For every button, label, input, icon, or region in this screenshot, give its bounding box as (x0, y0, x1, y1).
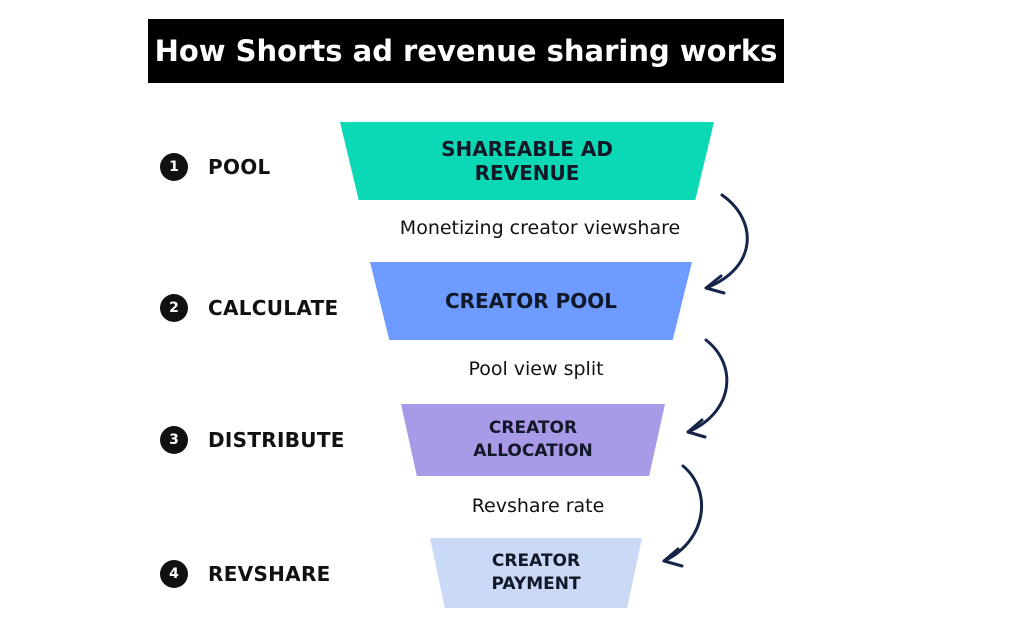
step-label: DISTRIBUTE (208, 428, 345, 452)
transition-label-viewshare: Monetizing creator viewshare (399, 217, 681, 239)
funnel-stage-label: CREATOR PAYMENT (491, 551, 581, 594)
transition-label-view-split: Pool view split (468, 358, 604, 380)
step-number-badge: 2 (160, 294, 188, 322)
funnel-stage-creator-pool: CREATOR POOL (370, 262, 692, 340)
funnel-stage-label: CREATOR ALLOCATION (473, 418, 593, 461)
step-number-badge: 4 (160, 560, 188, 588)
step-number-badge: 3 (160, 426, 188, 454)
funnel-stage-label: SHAREABLE AD REVENUE (441, 137, 613, 185)
step-label: REVSHARE (208, 562, 331, 586)
step-distribute: 3 DISTRIBUTE (160, 426, 345, 454)
step-label: POOL (208, 155, 271, 179)
curved-arrow-icon (704, 193, 749, 295)
step-number-badge: 1 (160, 153, 188, 181)
transition-label-revshare-rate: Revshare rate (471, 495, 605, 517)
funnel-stage-shareable-ad-revenue: SHAREABLE AD REVENUE (340, 122, 714, 200)
step-label: CALCULATE (208, 296, 339, 320)
diagram-title: How Shorts ad revenue sharing works (154, 34, 778, 68)
title-banner: How Shorts ad revenue sharing works (148, 19, 784, 83)
funnel-stage-creator-allocation: CREATOR ALLOCATION (401, 404, 665, 476)
step-pool: 1 POOL (160, 153, 271, 181)
funnel-stage-label: CREATOR POOL (444, 289, 618, 313)
step-revshare: 4 REVSHARE (160, 560, 331, 588)
step-calculate: 2 CALCULATE (160, 294, 339, 322)
curved-arrow-icon (686, 338, 729, 439)
funnel-stage-creator-payment: CREATOR PAYMENT (430, 538, 642, 608)
